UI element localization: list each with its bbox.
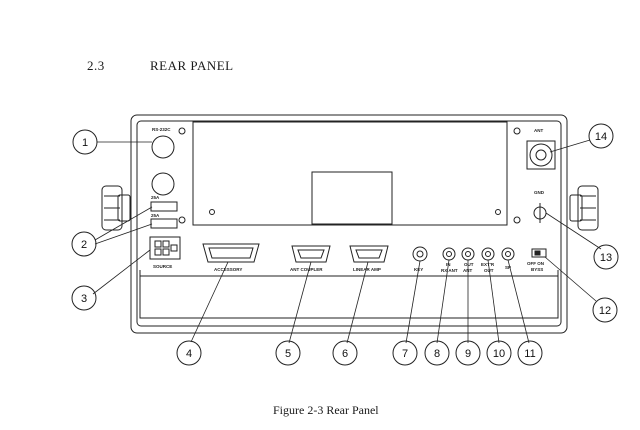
- source-pin: [154, 240, 162, 248]
- callout-14-number: 14: [595, 131, 607, 143]
- left-handle: [101, 185, 131, 231]
- source-label: SOURCE: [153, 264, 172, 269]
- callout-2: 2: [71, 231, 97, 257]
- callout-1-number: 1: [82, 137, 88, 149]
- ant-connector: [529, 143, 553, 167]
- leader-lines: [92, 139, 602, 344]
- out-ant-jack: [461, 247, 475, 261]
- bypass-switch-knob: [534, 250, 541, 256]
- rx-ant-bottom-label: RX ANT: [441, 268, 458, 273]
- accessory-label: ACCESSORY: [214, 267, 242, 272]
- case-base-line: [139, 270, 559, 319]
- ant-connector-center: [535, 149, 547, 161]
- callout-7: 7: [392, 340, 418, 366]
- right-handle: [569, 185, 599, 231]
- callout-11: 11: [517, 340, 543, 366]
- screw: [495, 209, 501, 215]
- ant-connector-flange: [526, 140, 556, 170]
- switch-bottom-label: BYSS: [531, 267, 543, 272]
- rx-ant-jack-center: [446, 251, 452, 257]
- cover-window: [311, 171, 393, 225]
- callout-4: 4: [176, 340, 202, 366]
- callout-3: 3: [71, 285, 97, 311]
- ext-sp-jack-center: [485, 251, 491, 257]
- sp-label: SP: [505, 265, 511, 270]
- callout-6: 6: [332, 340, 358, 366]
- callout-12-number: 12: [599, 305, 611, 317]
- ant-coupler-connector: [291, 245, 331, 263]
- source-pin: [170, 244, 178, 252]
- accessory-connector: [202, 243, 260, 263]
- rs232c-connector: [151, 135, 175, 159]
- accessory-connector-inner: [208, 247, 254, 259]
- callout-10-number: 10: [493, 348, 505, 360]
- fuse-lower-label: 25A: [151, 213, 160, 218]
- callout-2-number: 2: [81, 239, 87, 251]
- callout-8-number: 8: [434, 348, 440, 360]
- sp-jack-center: [505, 251, 511, 257]
- sp-jack: [501, 247, 515, 261]
- linear-amp-connector: [349, 245, 389, 263]
- callout-14: 14: [588, 123, 614, 149]
- switch-top-label: OFF ON: [527, 261, 544, 266]
- rs232c-label: RS-232C: [152, 127, 171, 132]
- callout-13-number: 13: [600, 252, 612, 264]
- source-connector: [149, 236, 181, 260]
- out-ant-jack-center: [465, 251, 471, 257]
- ant-label: ANT: [534, 128, 543, 133]
- callout-1: 1: [72, 129, 98, 155]
- rs232c-connector-2: [151, 172, 175, 196]
- callout-5: 5: [275, 340, 301, 366]
- screw: [178, 127, 186, 135]
- ant-coupler-inner: [297, 249, 325, 259]
- linear-amp-label: LINEAR AMP: [353, 267, 381, 272]
- callout-9-number: 9: [465, 348, 471, 360]
- heatsink-cover: [192, 121, 508, 226]
- callout-13: 13: [593, 244, 619, 270]
- callout-8: 8: [424, 340, 450, 366]
- screw: [209, 209, 215, 215]
- callout-6-number: 6: [342, 348, 348, 360]
- callout-12: 12: [592, 297, 618, 323]
- case-inner-outline: [136, 120, 562, 327]
- key-jack-center: [416, 250, 424, 258]
- screw: [513, 127, 521, 135]
- screw: [513, 216, 521, 224]
- callout-9: 9: [455, 340, 481, 366]
- section-title: REAR PANEL: [150, 58, 234, 73]
- gnd-label: GND: [534, 190, 545, 195]
- callout-5-number: 5: [285, 348, 291, 360]
- callout-10: 10: [486, 340, 512, 366]
- callout-4-number: 4: [186, 348, 192, 360]
- callout-11-number: 11: [524, 348, 535, 360]
- figure-caption: Figure 2-3 Rear Panel: [273, 403, 379, 417]
- case-outline: [130, 114, 568, 334]
- key-jack: [412, 246, 428, 262]
- source-pin: [154, 248, 162, 256]
- callout-7-number: 7: [402, 348, 408, 360]
- source-pin: [162, 240, 170, 248]
- ext-sp-jack: [481, 247, 495, 261]
- screw: [178, 216, 186, 224]
- fuse-upper: [150, 201, 178, 212]
- bypass-switch: [531, 248, 547, 258]
- source-pin: [162, 248, 170, 256]
- linear-amp-inner: [355, 249, 383, 259]
- rx-ant-jack: [442, 247, 456, 261]
- section-number: 2.3: [87, 58, 105, 73]
- fuse-lower: [150, 218, 178, 229]
- fuse-upper-label: 25A: [151, 195, 160, 200]
- out-ant-top-label: OUT: [464, 262, 474, 267]
- ext-sp-bottom-label: OUT: [484, 268, 494, 273]
- ant-coupler-label: ANT COUPLER: [290, 267, 323, 272]
- callout-3-number: 3: [81, 293, 87, 305]
- ext-sp-top-label: EXT'R: [481, 262, 495, 267]
